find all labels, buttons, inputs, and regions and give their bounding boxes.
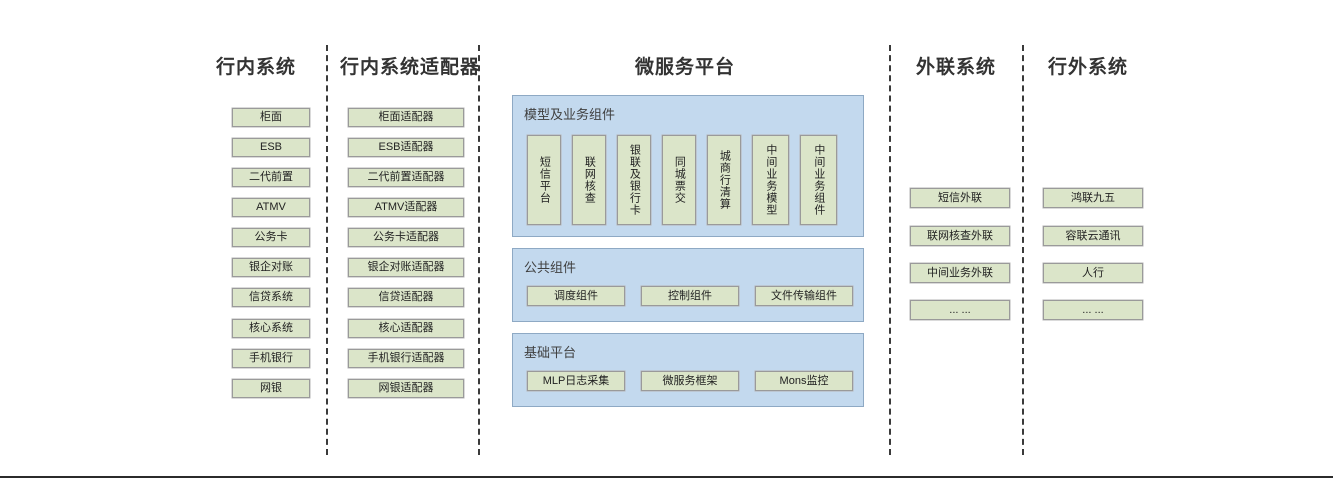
node-external-link-system[interactable]: ... ... [910,300,1010,320]
node-model-component[interactable]: 银联及银行卡 [617,135,651,225]
node-base-platform-component[interactable]: Mons监控 [755,371,853,391]
node-internal-adapter[interactable]: 信贷适配器 [348,288,464,307]
node-internal-system[interactable]: 二代前置 [232,168,310,187]
node-internal-adapter[interactable]: 银企对账适配器 [348,258,464,277]
node-model-component[interactable]: 联网核查 [572,135,606,225]
node-internal-system[interactable]: 公务卡 [232,228,310,247]
node-internal-adapter[interactable]: 手机银行适配器 [348,349,464,368]
panel-title-public-components: 公共组件 [524,260,577,275]
node-internal-adapter[interactable]: 柜面适配器 [348,108,464,127]
node-external-link-system[interactable]: 联网核查外联 [910,226,1010,246]
node-internal-system[interactable]: 银企对账 [232,258,310,277]
divider-1 [326,45,328,455]
panel-title-model-business-components: 模型及业务组件 [524,107,616,122]
panel-base-platform [512,333,864,407]
node-model-component[interactable]: 短信平台 [527,135,561,225]
node-internal-adapter[interactable]: 网银适配器 [348,379,464,398]
node-public-component[interactable]: 文件传输组件 [755,286,853,306]
node-internal-system[interactable]: 核心系统 [232,319,310,338]
column-header-internal-systems: 行内系统 [215,57,296,78]
bottom-rule [0,476,1333,478]
node-model-component[interactable]: 同城票交 [662,135,696,225]
node-outside-bank-system[interactable]: 鸿联九五 [1043,188,1143,208]
node-internal-system[interactable]: 手机银行 [232,349,310,368]
divider-4 [1022,45,1024,455]
node-outside-bank-system[interactable]: 容联云通讯 [1043,226,1143,246]
column-header-external-link-systems: 外联系统 [915,57,996,78]
node-internal-adapter[interactable]: ATMV适配器 [348,198,464,217]
node-internal-adapter[interactable]: ESB适配器 [348,138,464,157]
column-header-outside-bank-systems: 行外系统 [1047,57,1128,78]
panel-title-base-platform: 基础平台 [524,345,577,360]
node-internal-adapter[interactable]: 二代前置适配器 [348,168,464,187]
node-outside-bank-system[interactable]: 人行 [1043,263,1143,283]
node-internal-adapter[interactable]: 核心适配器 [348,319,464,338]
divider-3 [889,45,891,455]
node-model-component[interactable]: 中间业务组件 [800,135,837,225]
node-internal-system[interactable]: 网银 [232,379,310,398]
node-outside-bank-system[interactable]: ... ... [1043,300,1143,320]
node-public-component[interactable]: 调度组件 [527,286,625,306]
panel-public-components [512,248,864,322]
node-public-component[interactable]: 控制组件 [641,286,739,306]
node-internal-system[interactable]: 柜面 [232,108,310,127]
node-model-component[interactable]: 城商行清算 [707,135,741,225]
column-header-internal-adapters: 行内系统适配器 [340,57,481,78]
node-internal-system[interactable]: ESB [232,138,310,157]
node-external-link-system[interactable]: 中间业务外联 [910,263,1010,283]
node-internal-adapter[interactable]: 公务卡适配器 [348,228,464,247]
node-internal-system[interactable]: ATMV [232,198,310,217]
node-internal-system[interactable]: 信贷系统 [232,288,310,307]
node-base-platform-component[interactable]: MLP日志采集 [527,371,625,391]
node-external-link-system[interactable]: 短信外联 [910,188,1010,208]
column-header-microservice-platform: 微服务平台 [634,57,735,78]
divider-2 [478,45,480,455]
node-base-platform-component[interactable]: 微服务框架 [641,371,739,391]
node-model-component[interactable]: 中间业务模型 [752,135,789,225]
